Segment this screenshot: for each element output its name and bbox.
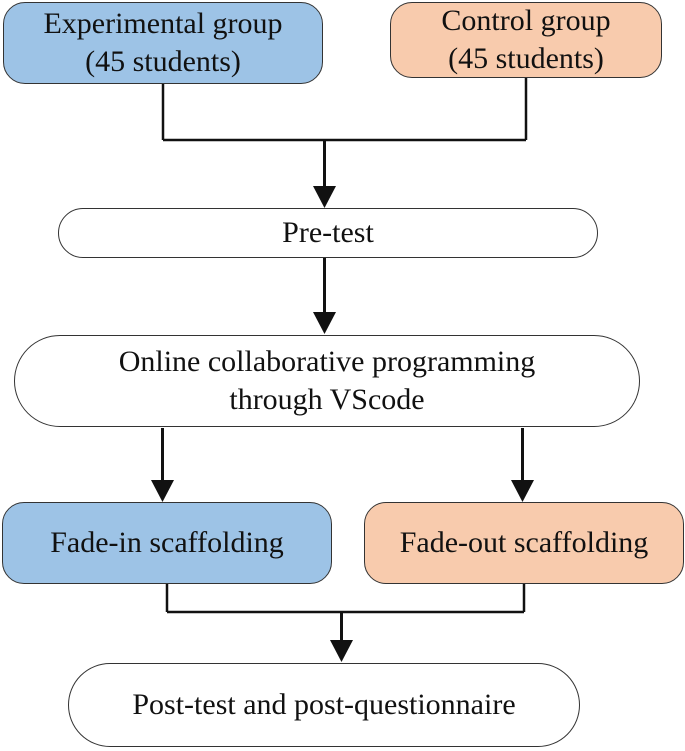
experimental-group-box: Experimental group (45 students) (3, 2, 323, 84)
post-test-label: Post-test and post-questionnaire (132, 688, 516, 721)
fade-out-scaffolding-label: Fade-out scaffolding (399, 526, 649, 559)
control-group-label: Control group (441, 4, 611, 37)
experimental-group-label: Experimental group (43, 7, 283, 40)
control-group-box: Control group (45 students) (390, 2, 662, 78)
arrow-to-fadeout-shaft (521, 428, 524, 482)
arrow-to-fadeout-head (511, 480, 534, 502)
arrow-to-online-shaft (323, 258, 326, 314)
arrow-to-online-head (313, 312, 336, 334)
arrow-to-pretest-shaft (323, 140, 326, 188)
experimental-group-count: (45 students) (85, 45, 241, 78)
arrow-to-pretest-head (313, 186, 336, 208)
post-test-box: Post-test and post-questionnaire (68, 663, 580, 747)
arrow-to-post-head (330, 640, 353, 662)
online-programming-box: Online collaborative programming through… (14, 335, 640, 427)
arrow-to-post-shaft (340, 612, 343, 642)
control-group-count: (45 students) (448, 42, 604, 75)
fade-in-scaffolding-box: Fade-in scaffolding (2, 502, 332, 584)
fade-out-scaffolding-box: Fade-out scaffolding (364, 502, 684, 584)
pre-test-label: Pre-test (282, 216, 374, 249)
arrow-to-fadein-shaft (161, 428, 164, 482)
fade-in-scaffolding-label: Fade-in scaffolding (50, 526, 284, 559)
arrow-to-fadein-head (151, 480, 174, 502)
pre-test-box: Pre-test (58, 208, 598, 258)
online-programming-line1: Online collaborative programming (118, 345, 536, 378)
online-programming-line2: through VScode (229, 383, 425, 416)
